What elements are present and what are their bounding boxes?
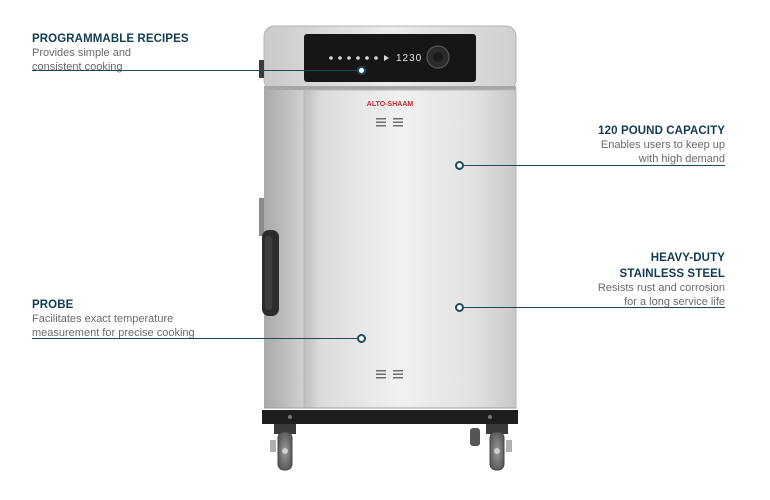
oven-door xyxy=(303,89,517,409)
hotspot-marker[interactable] xyxy=(455,161,464,170)
callout-description: consistent cooking xyxy=(32,61,123,73)
oven-base xyxy=(262,410,518,424)
callout-stainless-steel: HEAVY-DUTY STAINLESS STEEL Resists rust … xyxy=(598,251,725,309)
hotspot-marker[interactable] xyxy=(357,66,366,75)
vent-grille xyxy=(376,118,403,127)
callout-description: Provides simple and xyxy=(32,47,132,59)
hotspot-marker[interactable] xyxy=(357,334,366,343)
callout-description: Resists rust and corrosion xyxy=(597,282,725,294)
callout-title: PROGRAMMABLE RECIPES xyxy=(32,33,189,45)
callout-description: Facilitates exact temperature xyxy=(32,313,174,325)
leader-line xyxy=(32,338,358,339)
callout-title: PROBE xyxy=(32,299,74,311)
callout-capacity: 120 POUND CAPACITY Enables users to keep… xyxy=(598,124,725,166)
hotspot-marker[interactable] xyxy=(455,303,464,312)
callout-description: Enables users to keep up xyxy=(600,139,725,151)
callout-description: for a long service life xyxy=(624,296,725,308)
leader-line xyxy=(32,70,358,71)
callout-title: STAINLESS STEEL xyxy=(619,268,725,280)
oven-display-time: 1230 xyxy=(396,53,422,64)
touch-button-icons xyxy=(329,55,389,61)
callout-title: HEAVY-DUTY xyxy=(650,252,725,264)
callout-programmable-recipes: PROGRAMMABLE RECIPES Provides simple and… xyxy=(32,32,189,74)
caster-wheel-left xyxy=(270,424,296,471)
brand-logo: ALTO-SHAAM xyxy=(367,101,414,108)
caster-wheel-rear xyxy=(470,428,480,446)
vent-grille xyxy=(376,370,403,379)
leader-line xyxy=(463,165,725,166)
callout-description: measurement for precise cooking xyxy=(32,327,195,339)
leader-line xyxy=(463,307,725,308)
callout-probe: PROBE Facilitates exact temperature meas… xyxy=(32,298,195,340)
callout-description: with high demand xyxy=(638,153,725,165)
callout-title: 120 POUND CAPACITY xyxy=(598,125,725,137)
caster-wheel-right xyxy=(486,424,512,471)
